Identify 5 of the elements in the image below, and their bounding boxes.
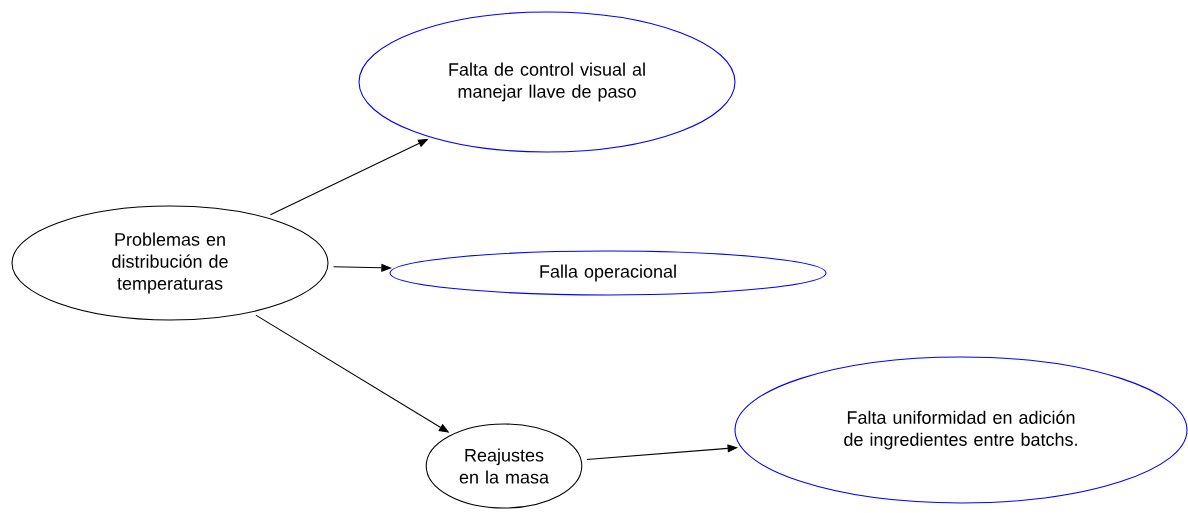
ellipse-node: Falta de control visual al manejar llave de paso bbox=[358, 11, 736, 153]
ellipse-node: Falla operacional bbox=[389, 250, 827, 296]
ellipse-node: Reajustes en la masa bbox=[425, 423, 583, 509]
ellipse-node: Falta uniformidad en adición de ingredientes entre batchs. bbox=[734, 356, 1188, 504]
ellipse-node: Problemas en distribución de temperaturas bbox=[11, 205, 329, 321]
